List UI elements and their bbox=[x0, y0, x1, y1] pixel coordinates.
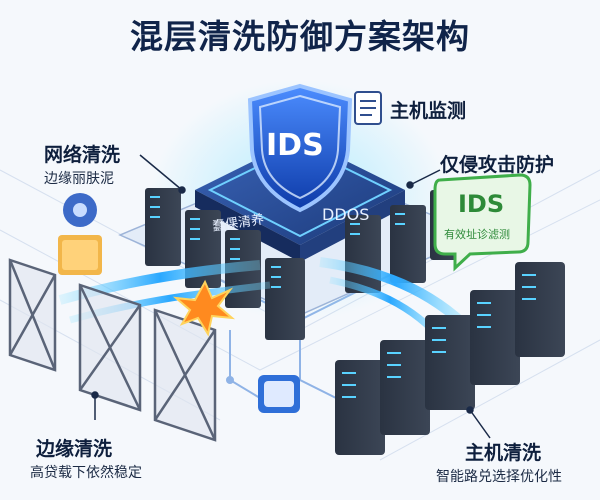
platform-right-label: DDOS bbox=[322, 205, 370, 224]
host-server-bank bbox=[335, 262, 565, 455]
shield-label: IDS bbox=[266, 128, 324, 163]
edge-clean-label: 边缘清洗 bbox=[36, 438, 113, 460]
gear-cube-icon bbox=[58, 193, 102, 275]
attack-burst-icon bbox=[172, 279, 236, 337]
host-clean-label: 主机清洗 bbox=[465, 442, 542, 464]
bubble-title: IDS bbox=[458, 190, 505, 218]
network-clean-sublabel: 边缘丽肤泥 bbox=[44, 171, 114, 187]
connector-cube-icon bbox=[258, 375, 300, 413]
edge-fence bbox=[8, 258, 217, 442]
host-clean-sublabel: 智能路兑选择优化性 bbox=[436, 469, 562, 485]
intrusion-defense-label: 仅侵攻击防护 bbox=[440, 154, 555, 176]
bubble-subtitle: 有效址诊滤测 bbox=[444, 228, 510, 241]
label-leaders bbox=[91, 154, 491, 439]
network-clean-label: 网络清洗 bbox=[44, 144, 121, 166]
host-monitor-label: 主机监测 bbox=[390, 100, 467, 122]
ids-shield-icon bbox=[247, 83, 353, 213]
page-title: 混层清洗防御方案架构 bbox=[130, 17, 470, 56]
edge-clean-sublabel: 高贷载下依然稳定 bbox=[30, 465, 142, 481]
ids-bubble bbox=[433, 173, 532, 272]
document-icon bbox=[354, 91, 382, 125]
